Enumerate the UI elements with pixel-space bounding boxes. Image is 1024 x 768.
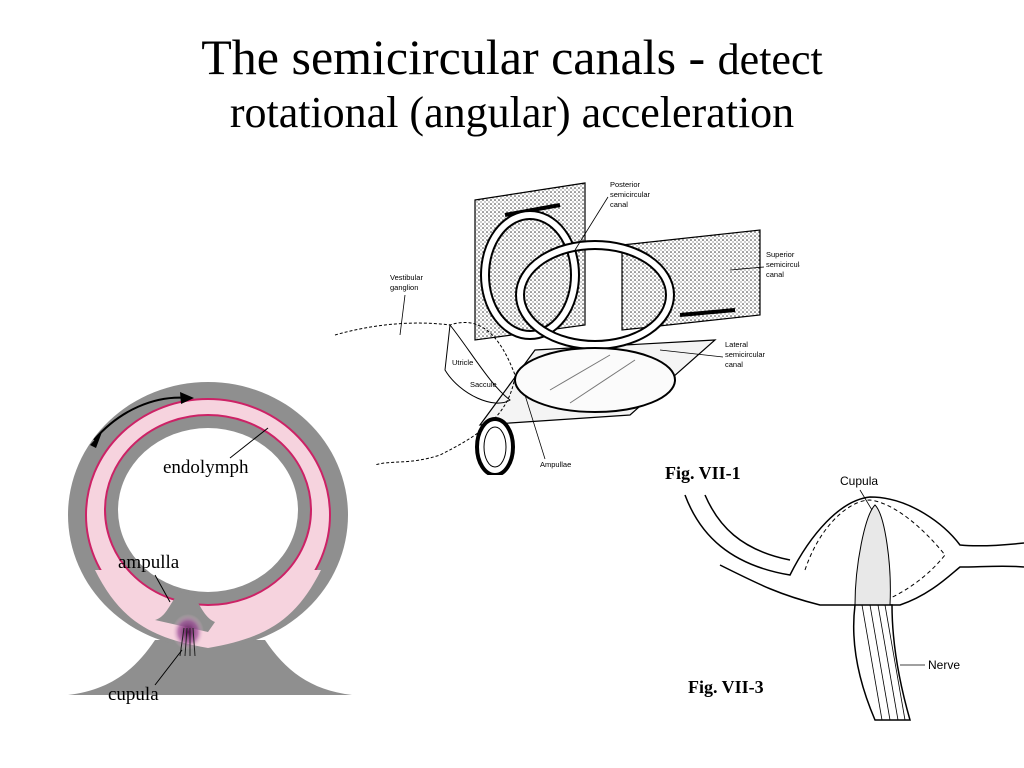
label-superior-2: semicircular [766,260,800,269]
cupula-core [854,504,891,606]
leader-endolymph [229,427,269,459]
flow-arrow-head-left [90,432,102,448]
saccule-inner [483,426,507,468]
lateral-canal [514,347,676,413]
lateral-hatch-1 [549,354,611,391]
fig-label-bottom: Fig. VII-3 [688,677,764,697]
lateral-hatch-2 [569,359,636,404]
nerve-bundle [852,604,911,721]
label-posterior-2: semicircular [610,190,651,199]
title-main: The semicircular canals - [201,29,718,85]
superior-arrow [679,308,736,317]
canal-tube-outer [684,494,1024,576]
title-rest-line1: detect [717,35,823,84]
canal-lumen [118,428,298,592]
canal-tube-inner [704,494,791,561]
vestibular-nerve [334,321,516,466]
leader-superior [729,266,765,271]
ampulla-bottom [719,564,1024,606]
label-superior-3: canal [766,270,784,279]
leader-ampullae [524,394,546,460]
superior-canal-inner [517,242,673,348]
title-line2: rotational (angular) acceleration [229,88,795,137]
label-nerve: Nerve [928,658,960,672]
label-ampulla: ampulla [118,552,180,573]
label-utricle: Utricle [452,358,473,367]
label-endolymph: endolymph [163,457,249,478]
superior-plane [621,229,761,331]
nerve-fibers [861,604,906,721]
flow-arrow [93,396,189,441]
canal-cross-section-diagram: endolymph ampulla cupula [68,382,352,705]
label-posterior-1: Posterior [610,180,641,189]
label-saccule: Saccule [470,380,497,389]
leader-posterior [574,196,609,251]
label-ampullae: Ampullae [540,460,571,469]
label-posterior-3: canal [610,200,628,209]
leader-lateral [659,349,724,358]
leader-vestibular [399,294,406,336]
label-vestibular-1: Vestibular [390,273,423,282]
cupula-dome [804,499,946,606]
cupula-figure: Fig. VII-1 Fig. VII-3 Cupula Nerve [665,463,1024,721]
label-cupula-fig: Cupula [840,474,878,488]
label-lateral-2: semicircular [725,350,766,359]
posterior-canal-inner [482,212,578,338]
cupula-glow [172,614,204,650]
leader-cupula-fig [859,489,873,511]
fig-label-top: Fig. VII-1 [665,463,741,483]
leader-ampulla [154,574,171,603]
flow-arrow-head-right [180,392,194,404]
leader-cupula [154,649,183,686]
label-lateral-1: Lateral [725,340,748,349]
label-cupula: cupula [108,684,159,705]
label-superior-1: Superior [766,250,795,259]
slide-title: The semicircular canals - detect rotatio… [0,28,1024,139]
bone-base [68,640,352,695]
utricle-body [444,323,511,404]
label-lateral-3: canal [725,360,743,369]
inner-ear-drawing: Posterior semicircular canal Superior se… [334,180,800,475]
label-vestibular-2: ganglion [390,283,418,292]
